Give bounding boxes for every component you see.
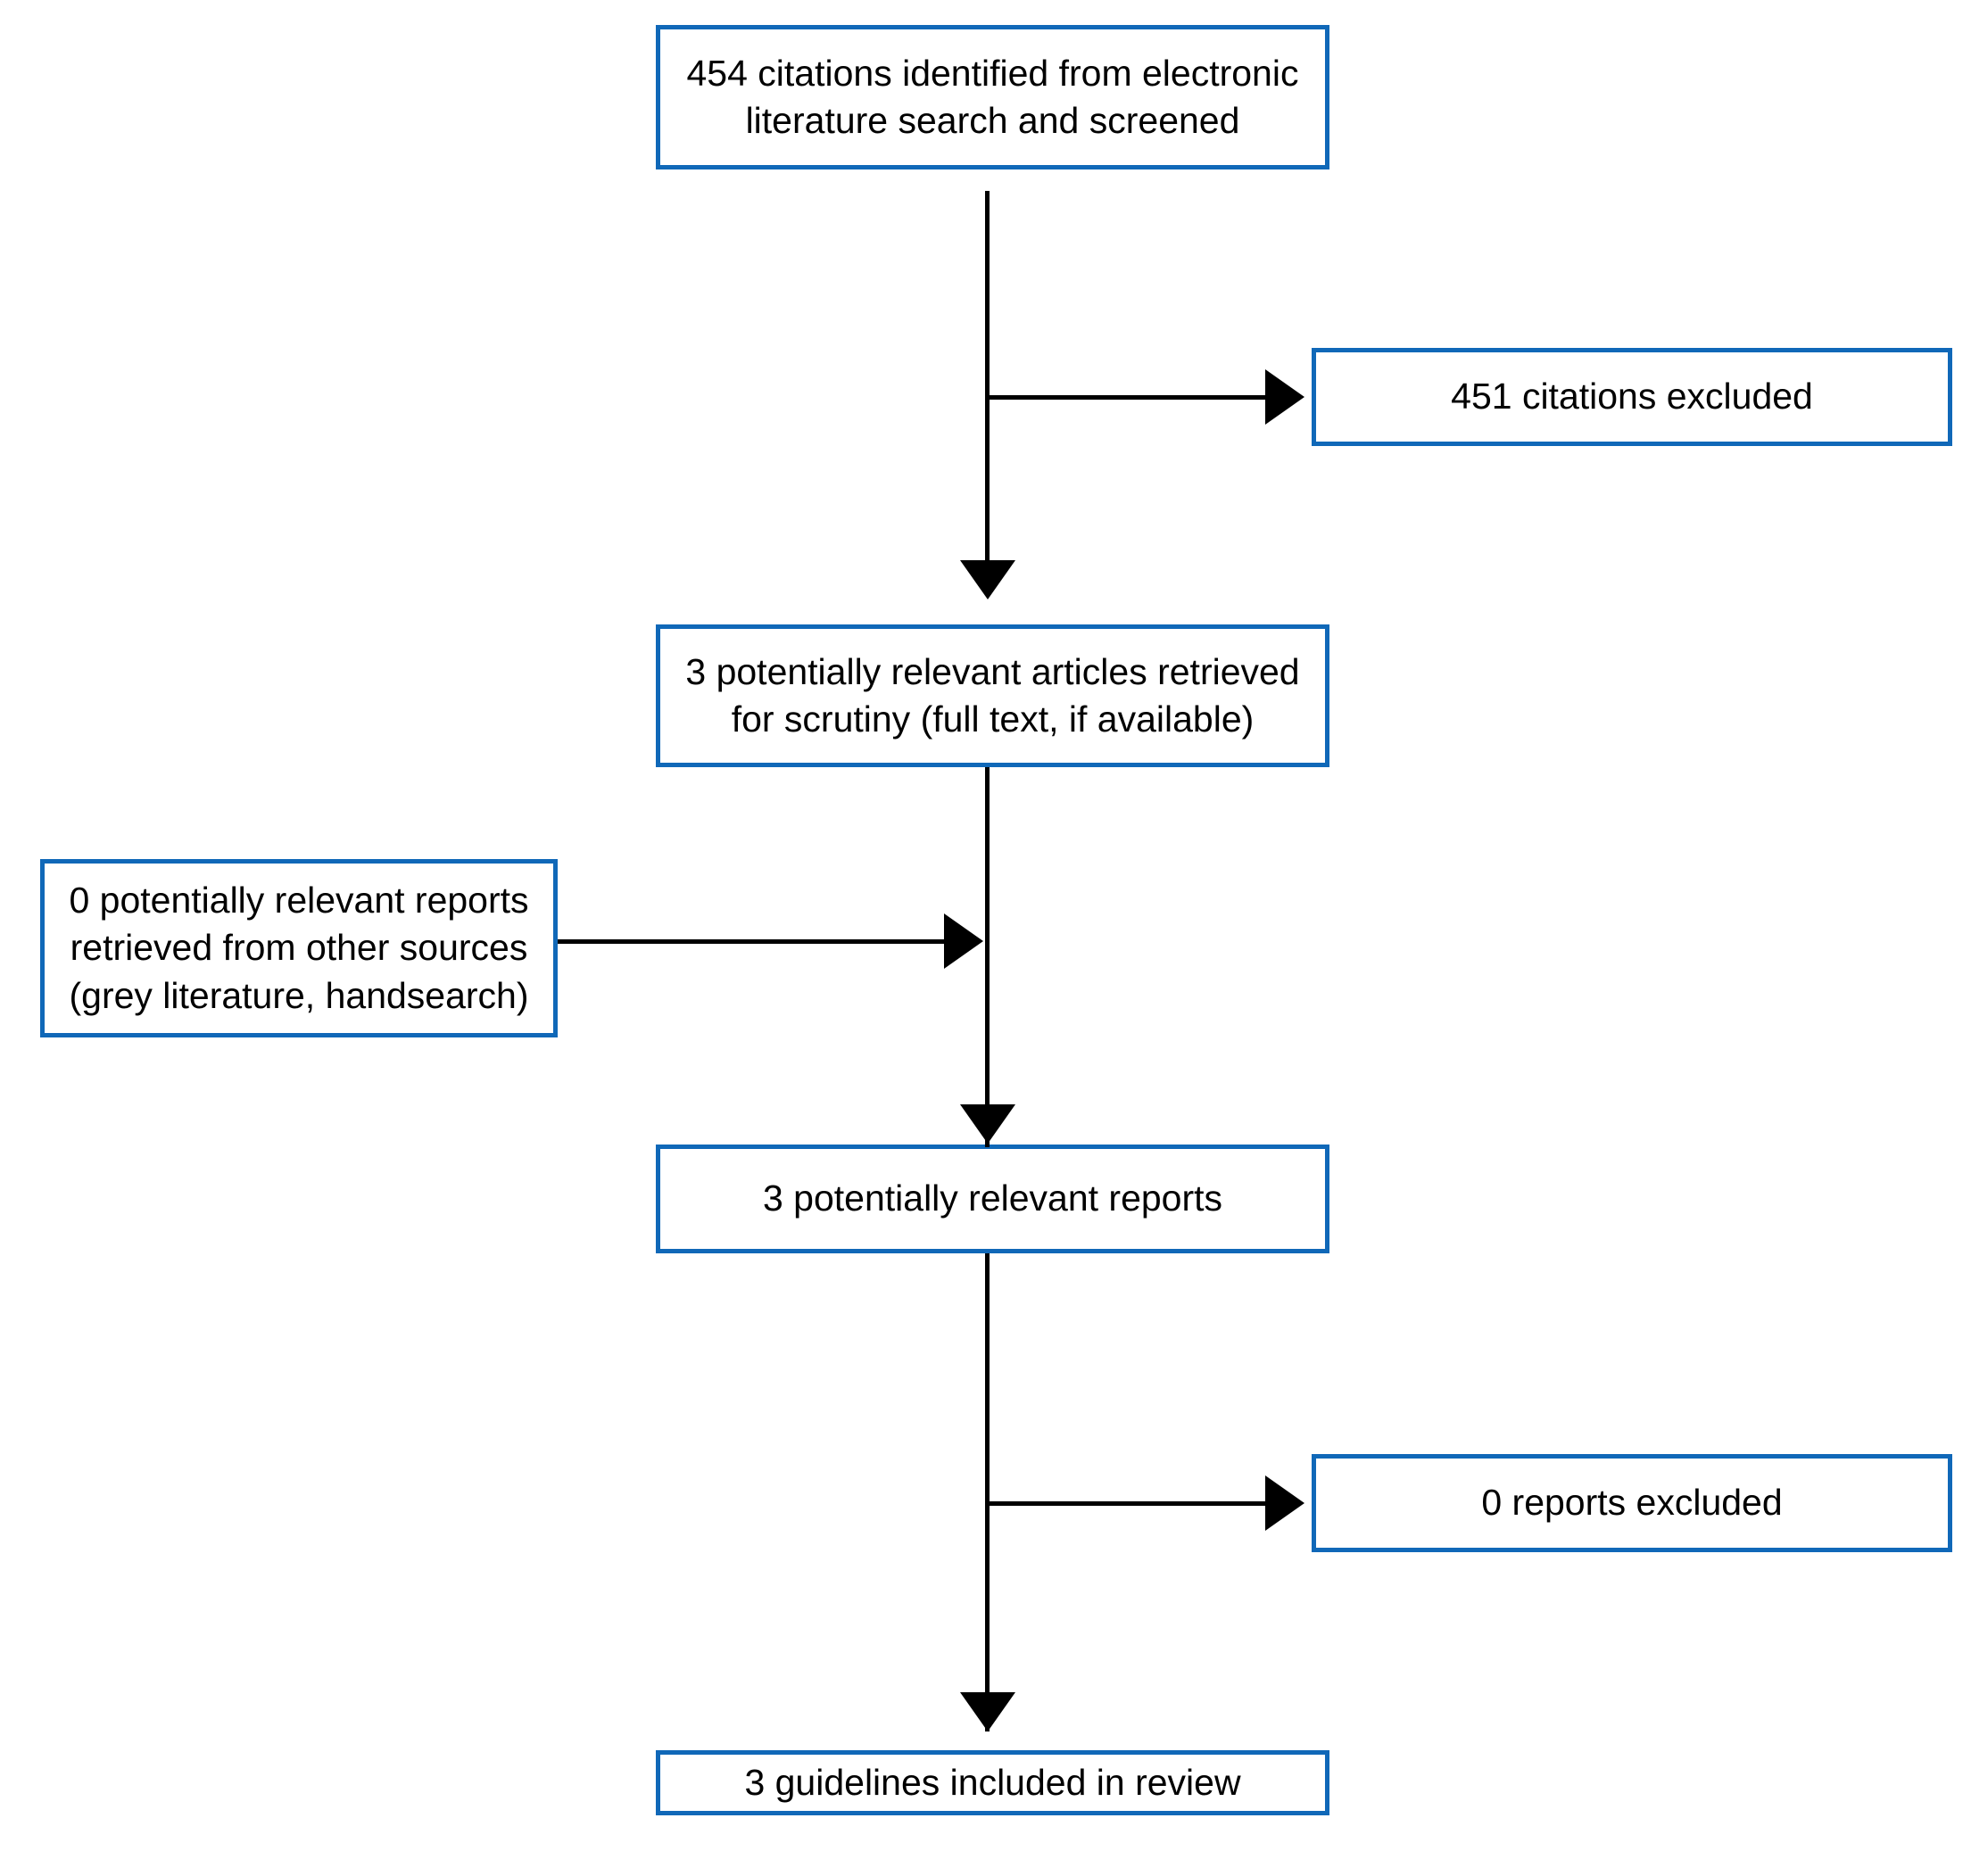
connector-identified-to-retrieved bbox=[985, 191, 990, 574]
node-articles-retrieved: 3 potentially relevant articles retrieve… bbox=[656, 624, 1329, 767]
connector-reports-to-included bbox=[985, 1253, 990, 1731]
connector-retrieved-down-mid bbox=[985, 794, 990, 944]
connector-branch-reports-excluded bbox=[985, 1501, 1267, 1506]
arrowhead-right-icon bbox=[1265, 1475, 1304, 1531]
node-potentially-relevant-reports: 3 potentially relevant reports bbox=[656, 1145, 1329, 1253]
node-citations-identified: 454 citations identified from electronic… bbox=[656, 25, 1329, 169]
arrowhead-right-icon bbox=[944, 913, 983, 969]
node-citations-excluded: 451 citations excluded bbox=[1312, 348, 1952, 446]
node-reports-excluded: 0 reports excluded bbox=[1312, 1454, 1952, 1552]
arrowhead-down-icon bbox=[960, 1104, 1015, 1144]
connector-branch-citations-excluded bbox=[985, 395, 1267, 400]
node-guidelines-included: 3 guidelines included in review bbox=[656, 1750, 1329, 1815]
connector-retrieved-to-reports bbox=[985, 944, 990, 1147]
node-reports-other-sources: 0 potentially relevant reports retrieved… bbox=[40, 859, 558, 1037]
connector-retrieved-down-upper bbox=[985, 767, 990, 794]
connector-other-sources-to-spine bbox=[558, 939, 959, 944]
arrowhead-down-icon bbox=[960, 1692, 1015, 1731]
arrowhead-down-icon bbox=[960, 560, 1015, 599]
arrowhead-right-icon bbox=[1265, 369, 1304, 425]
